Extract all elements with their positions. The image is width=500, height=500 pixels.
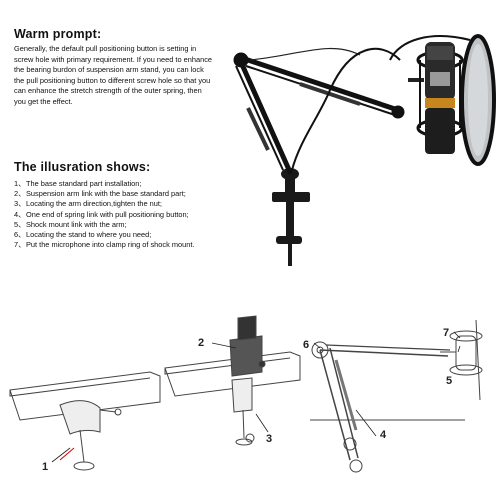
lower-arm — [233, 52, 293, 175]
callout-4: 4 — [380, 429, 387, 441]
upper-arm — [239, 48, 405, 119]
panel-base-install — [9, 371, 161, 471]
step-item: 7、Put the microphone into clamp ring of … — [14, 240, 195, 250]
step-item: 6、Locating the stand to where you need; — [14, 230, 152, 240]
step-item: 4、One end of spring link with pull posit… — [14, 209, 189, 219]
callout-1: 1 — [42, 461, 48, 473]
callout-2: 2 — [198, 337, 204, 349]
warm-prompt-title: Warm prompt: — [14, 27, 102, 41]
desk-clamp — [272, 168, 310, 266]
callout-5: 5 — [446, 375, 452, 387]
microphone — [408, 42, 464, 154]
steps-list: 1、The base standard part installation; 2… — [14, 179, 244, 250]
step-item: 5、Shock mount link with the arm; — [14, 219, 127, 229]
step-item: 2、Suspension arm link with the base stan… — [14, 189, 186, 199]
illustration-title: The illusration shows: — [14, 160, 151, 174]
callout-7: 7 — [443, 327, 449, 339]
step-item: 1、The base standard part installation; — [14, 179, 142, 188]
panel-assembled-arm — [310, 319, 483, 473]
step-item: 3、Locating the arm direction,tighten the… — [14, 199, 162, 209]
product-photo — [233, 34, 496, 266]
panel-arm-link — [164, 315, 301, 446]
warm-prompt-text: Generally, the default pull positioning … — [14, 44, 213, 106]
pop-filter — [389, 34, 496, 166]
callout-3: 3 — [266, 433, 272, 445]
mic-cable — [291, 47, 401, 171]
callout-6: 6 — [303, 339, 309, 351]
